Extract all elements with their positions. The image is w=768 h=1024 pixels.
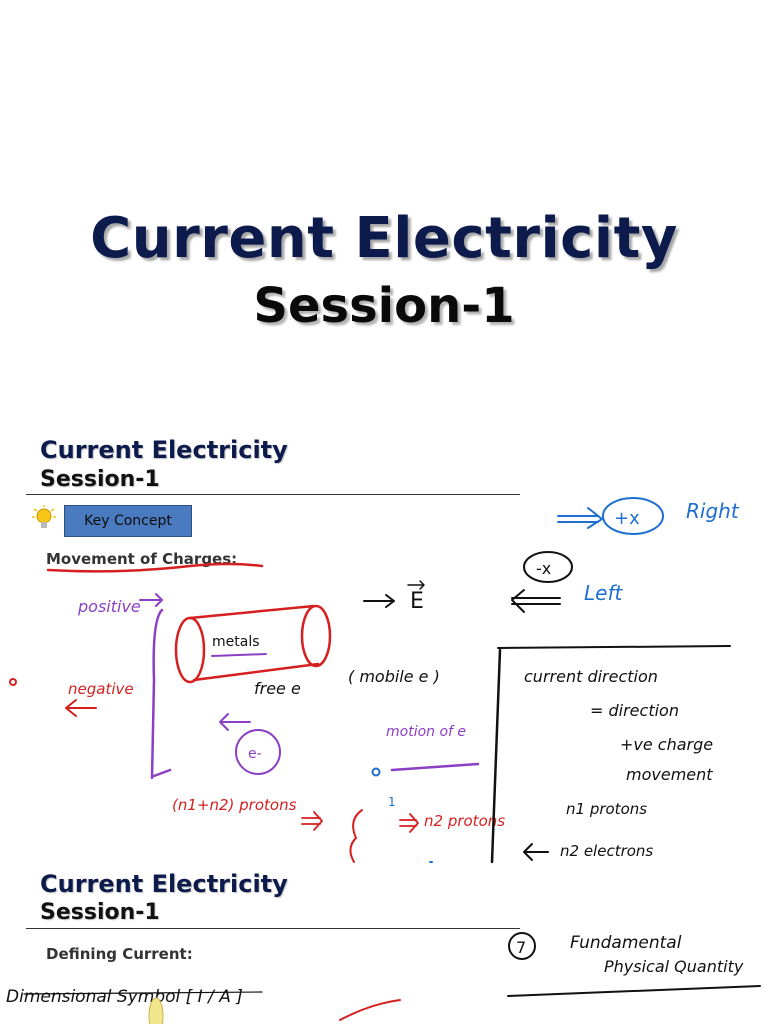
number-7: 7 — [516, 938, 526, 957]
dimensional-symbol-label: Dimensional Symbol [ I / A ] — [6, 987, 243, 1007]
fundamental-label-2: Physical Quantity — [604, 957, 744, 976]
left-label: Left — [584, 581, 623, 605]
metals-label: metals — [212, 634, 260, 650]
svg-text:-x: -x — [536, 559, 551, 578]
n2-protons-label: n2 protons — [424, 812, 505, 830]
svg-text:E: E — [410, 589, 424, 614]
negative-label: negative — [68, 680, 134, 698]
svg-text:1: 1 — [388, 795, 396, 809]
slide2-title: Current Electricity — [40, 870, 288, 898]
fundamental-label-1: Fundamental — [570, 933, 682, 953]
current-direction-2: = direction — [590, 701, 679, 720]
section-heading-movement: Movement of Charges: — [46, 550, 238, 568]
n1-protons-label: n1 protons — [566, 800, 647, 818]
current-direction-3: +ve charge — [620, 735, 713, 754]
lightbulb-icon — [32, 505, 56, 528]
slide2-divider — [26, 928, 520, 929]
positive-label: positive — [77, 597, 141, 616]
svg-text:+x: +x — [614, 508, 640, 529]
slide2-subtitle: Session-1 — [40, 900, 160, 925]
slide1-divider — [26, 494, 520, 495]
slide1-subtitle: Session-1 — [40, 467, 160, 492]
underline-stroke — [46, 562, 264, 573]
section-heading-defining: Defining Current: — [46, 945, 193, 963]
mobile-e-label: ( mobile e ) — [348, 667, 440, 686]
free-e-label: free e — [254, 679, 301, 698]
n2-electrons-label: n2 electrons — [560, 842, 653, 860]
key-concept-badge: Key Concept — [64, 505, 192, 537]
slide1-title: Current Electricity — [40, 436, 288, 464]
protons-label: (n1+n2) protons — [172, 796, 297, 814]
right-label: Right — [686, 499, 740, 523]
main-subtitle: Session-1 — [253, 278, 515, 334]
current-direction-4: movement — [626, 765, 713, 784]
svg-text:e-: e- — [248, 746, 262, 762]
motion-label: motion of e — [386, 724, 466, 740]
main-title: Current Electricity — [90, 206, 678, 271]
current-direction-1: current direction — [524, 667, 658, 686]
